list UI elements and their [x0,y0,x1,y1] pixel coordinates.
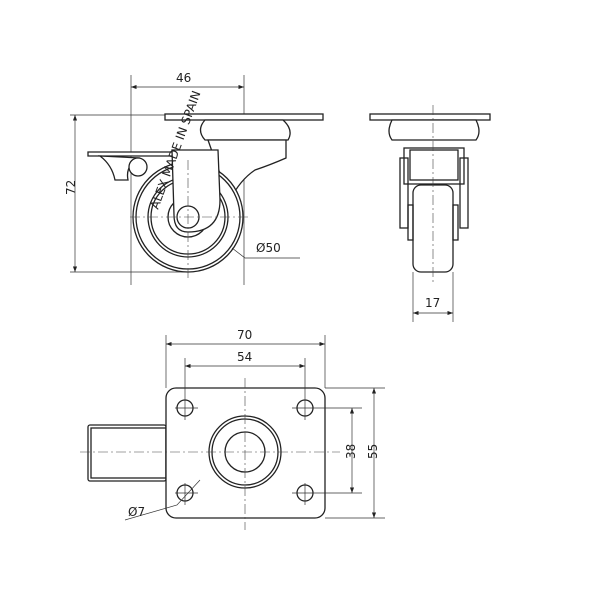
dim-wheel-width: 17 [425,296,440,310]
swivel-head-side [199,119,291,141]
dim-plate-width: 55 [366,444,380,459]
brake-lever [87,151,181,157]
dim-plate-length: 70 [237,328,252,342]
top-view: 70 54 38 55 Ø7 [80,328,385,530]
front-view: 17 [369,105,491,322]
dim-hole-spacing-length: 54 [237,350,252,364]
dim-wheel-diameter: Ø50 [256,241,281,255]
dim-hole-spacing-width: 38 [344,444,358,459]
brake-arm-top [87,424,167,482]
mounting-plate-top [165,387,326,519]
dim-height: 72 [64,180,78,195]
mounting-plate-front [369,113,491,121]
dim-swivel-offset: 46 [176,71,191,85]
dim-hole-diameter: Ø7 [128,505,145,519]
side-view: ALEX MADE IN SPAIN Ø50 46 72 [64,71,324,285]
